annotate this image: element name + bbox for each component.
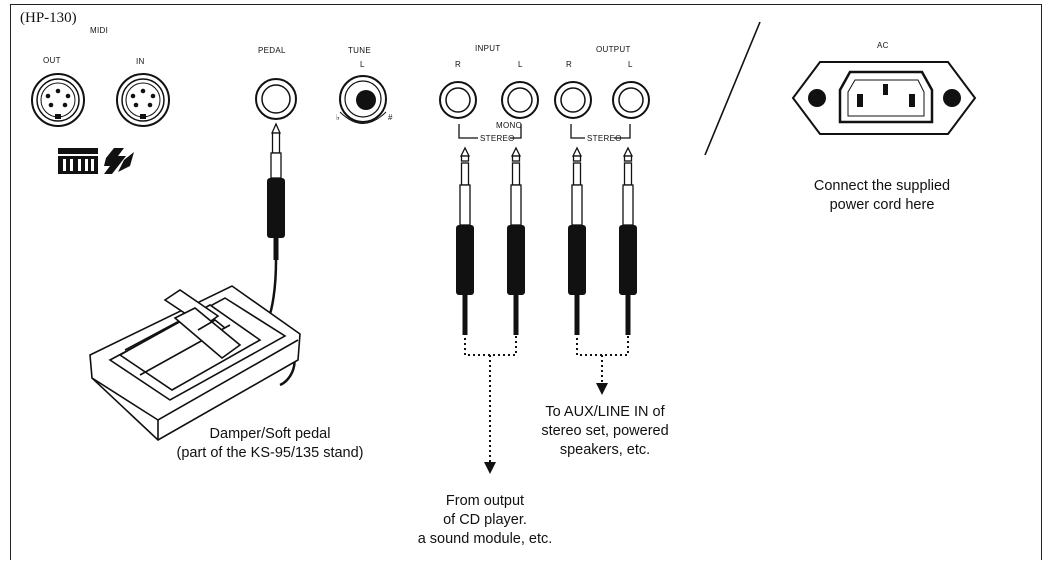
input-r-label: R bbox=[455, 60, 462, 69]
input-stereo-bracket bbox=[458, 124, 522, 139]
input-label: INPUT bbox=[475, 44, 501, 53]
damper-pedal-icon bbox=[89, 285, 301, 441]
input-signal-path bbox=[464, 308, 517, 465]
divider-slash bbox=[704, 21, 761, 156]
power-caption-line: power cord here bbox=[829, 197, 935, 213]
output-signal-path bbox=[576, 308, 629, 385]
input-l-jack bbox=[501, 81, 539, 119]
input-r-jack bbox=[439, 81, 477, 119]
pedal-caption: Damper/Soft pedal (part of the KS-95/135… bbox=[150, 425, 390, 463]
tune-low-mark: L bbox=[360, 60, 365, 69]
output-label: OUTPUT bbox=[596, 45, 631, 54]
input-l-label: L bbox=[518, 60, 523, 69]
input-stereo-label: STEREO bbox=[480, 134, 515, 143]
ac-inlet-icon bbox=[791, 61, 977, 135]
aux-caption-line: To AUX/LINE IN of bbox=[545, 404, 665, 420]
aux-caption: To AUX/LINE IN of stereo set, powered sp… bbox=[505, 403, 705, 460]
midi-in-jack bbox=[116, 73, 170, 127]
pedal-label: PEDAL bbox=[258, 46, 286, 55]
source-caption-line: of CD player. bbox=[443, 512, 527, 528]
ac-label: AC bbox=[877, 41, 889, 50]
tune-flat-mark: ♭ bbox=[336, 113, 341, 122]
output-stereo-label: STEREO bbox=[587, 134, 622, 143]
pedal-caption-line: Damper/Soft pedal bbox=[209, 426, 331, 442]
input-arrow-icon bbox=[484, 462, 496, 474]
gs-logo-icon bbox=[104, 148, 134, 174]
source-caption-line: a sound module, etc. bbox=[417, 531, 553, 547]
midi-in-label: IN bbox=[136, 57, 145, 66]
pedal-caption-line: (part of the KS-95/135 stand) bbox=[176, 445, 364, 461]
output-r-label: R bbox=[566, 60, 573, 69]
source-caption: From output of CD player. a sound module… bbox=[385, 492, 585, 549]
aux-caption-line: speakers, etc. bbox=[559, 442, 651, 458]
input-r-plug bbox=[455, 147, 475, 336]
tune-sharp-mark: # bbox=[388, 113, 393, 122]
general-midi-logo-icon bbox=[58, 148, 98, 174]
output-r-plug bbox=[567, 147, 587, 336]
source-caption-line: From output bbox=[445, 493, 525, 509]
pedal-jack-icon bbox=[255, 78, 297, 120]
power-caption: Connect the supplied power cord here bbox=[787, 177, 977, 215]
midi-out-jack bbox=[31, 73, 85, 127]
output-stereo-bracket bbox=[570, 124, 631, 139]
tune-knob-icon bbox=[339, 75, 387, 124]
output-arrow-icon bbox=[596, 383, 608, 395]
aux-caption-line: stereo set, powered bbox=[541, 423, 669, 439]
input-l-plug bbox=[506, 147, 526, 336]
power-caption-line: Connect the supplied bbox=[813, 178, 951, 194]
output-l-plug bbox=[618, 147, 638, 336]
mono-label: MONO bbox=[496, 121, 523, 130]
rear-panel-frame bbox=[10, 4, 1042, 560]
midi-label: MIDI bbox=[90, 26, 109, 35]
model-label: (HP-130) bbox=[20, 10, 77, 26]
output-l-jack bbox=[612, 81, 650, 119]
tune-label: TUNE bbox=[348, 46, 371, 55]
midi-out-label: OUT bbox=[43, 56, 61, 65]
output-r-jack bbox=[554, 81, 592, 119]
output-l-label: L bbox=[628, 60, 633, 69]
